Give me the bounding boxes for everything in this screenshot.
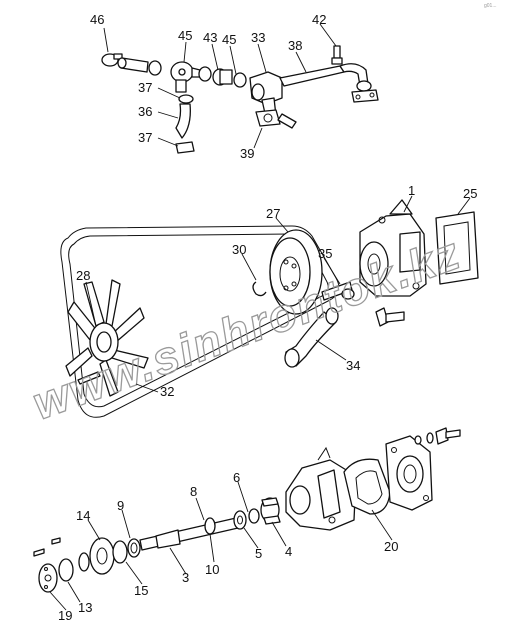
callout-32: 32 — [160, 384, 174, 399]
callout-36: 36 — [138, 104, 152, 119]
cover-bolt — [414, 427, 461, 445]
callout-9: 9 — [117, 498, 124, 513]
seal-6 — [248, 508, 260, 524]
callout-43: 43 — [203, 30, 217, 45]
callout-10: 10 — [205, 562, 219, 577]
hub-plate-19 — [38, 563, 58, 593]
callout-33: 33 — [251, 30, 265, 45]
bearing-9 — [127, 538, 141, 558]
gasket-39 — [255, 109, 281, 127]
callout-34: 34 — [346, 358, 360, 373]
callout-15: 15 — [134, 583, 148, 598]
pump-front-cover — [385, 435, 433, 511]
callout-4: 4 — [285, 544, 292, 559]
mounting-bolt — [375, 307, 405, 327]
callout-labels: 46 45 43 45 33 38 42 37 36 37 39 1 25 27… — [58, 12, 477, 623]
water-pump-housing-1 — [359, 199, 427, 297]
callout-46: 46 — [90, 12, 104, 27]
callout-1: 1 — [408, 183, 415, 198]
hose-clamp — [148, 60, 162, 76]
hose-clamp-37-lower — [175, 141, 195, 154]
callout-19: 19 — [58, 608, 72, 623]
short-hose — [117, 57, 149, 73]
callout-37-lower: 37 — [138, 130, 152, 145]
callout-27: 27 — [266, 206, 280, 221]
ring-15 — [112, 540, 128, 564]
impeller-4 — [260, 497, 281, 525]
seal-13 — [58, 558, 74, 582]
bypass-hose-36 — [175, 103, 191, 139]
pulley-27 — [269, 229, 323, 315]
water-pipe-38 — [279, 63, 372, 92]
pump-shaft-3 — [139, 517, 239, 551]
pump-gasket-25 — [435, 211, 479, 285]
small-key — [51, 537, 61, 545]
callout-45-right: 45 — [222, 32, 236, 47]
callout-38: 38 — [288, 38, 302, 53]
hose-clamp-45-right — [233, 72, 247, 88]
corner-mark: g01... — [484, 3, 497, 9]
callout-5: 5 — [255, 546, 262, 561]
callout-37-upper: 37 — [138, 80, 152, 95]
callout-20: 20 — [384, 539, 398, 554]
callout-42: 42 — [312, 12, 326, 27]
lower-hose-34 — [284, 307, 339, 368]
hub-14 — [78, 537, 115, 575]
tee-fitting — [170, 61, 201, 93]
pump-rear-housing — [285, 446, 357, 531]
hose-clamp-45-left — [198, 66, 212, 82]
callout-14: 14 — [76, 508, 90, 523]
bleed-screw-42 — [331, 45, 343, 65]
spacer-5 — [233, 510, 247, 530]
callout-8: 8 — [190, 484, 197, 499]
snap-ring-30 — [252, 281, 267, 297]
callout-28: 28 — [76, 268, 90, 283]
callout-30: 30 — [232, 242, 246, 257]
callout-13: 13 — [78, 600, 92, 615]
bolt-39 — [277, 113, 297, 129]
callout-3: 3 — [182, 570, 189, 585]
elbow-body-33 — [249, 71, 283, 119]
shaft-35 — [321, 281, 355, 301]
lower-pump-assembly — [33, 427, 461, 593]
pipe-flange-right — [351, 89, 379, 103]
union-fitting-43 — [212, 68, 233, 86]
callout-35: 35 — [318, 246, 332, 261]
callout-6: 6 — [233, 470, 240, 485]
cooling-fan-28 — [65, 279, 149, 397]
callout-39: 39 — [240, 146, 254, 161]
washer-10 — [204, 517, 216, 535]
top-pipe-assembly — [101, 45, 379, 154]
callout-45-left: 45 — [178, 28, 192, 43]
callout-25: 25 — [463, 186, 477, 201]
leader-lines — [49, 23, 471, 611]
small-screw — [33, 548, 45, 557]
hose-clamp-46 — [101, 53, 123, 67]
hose-clamp-37-upper — [178, 94, 194, 104]
